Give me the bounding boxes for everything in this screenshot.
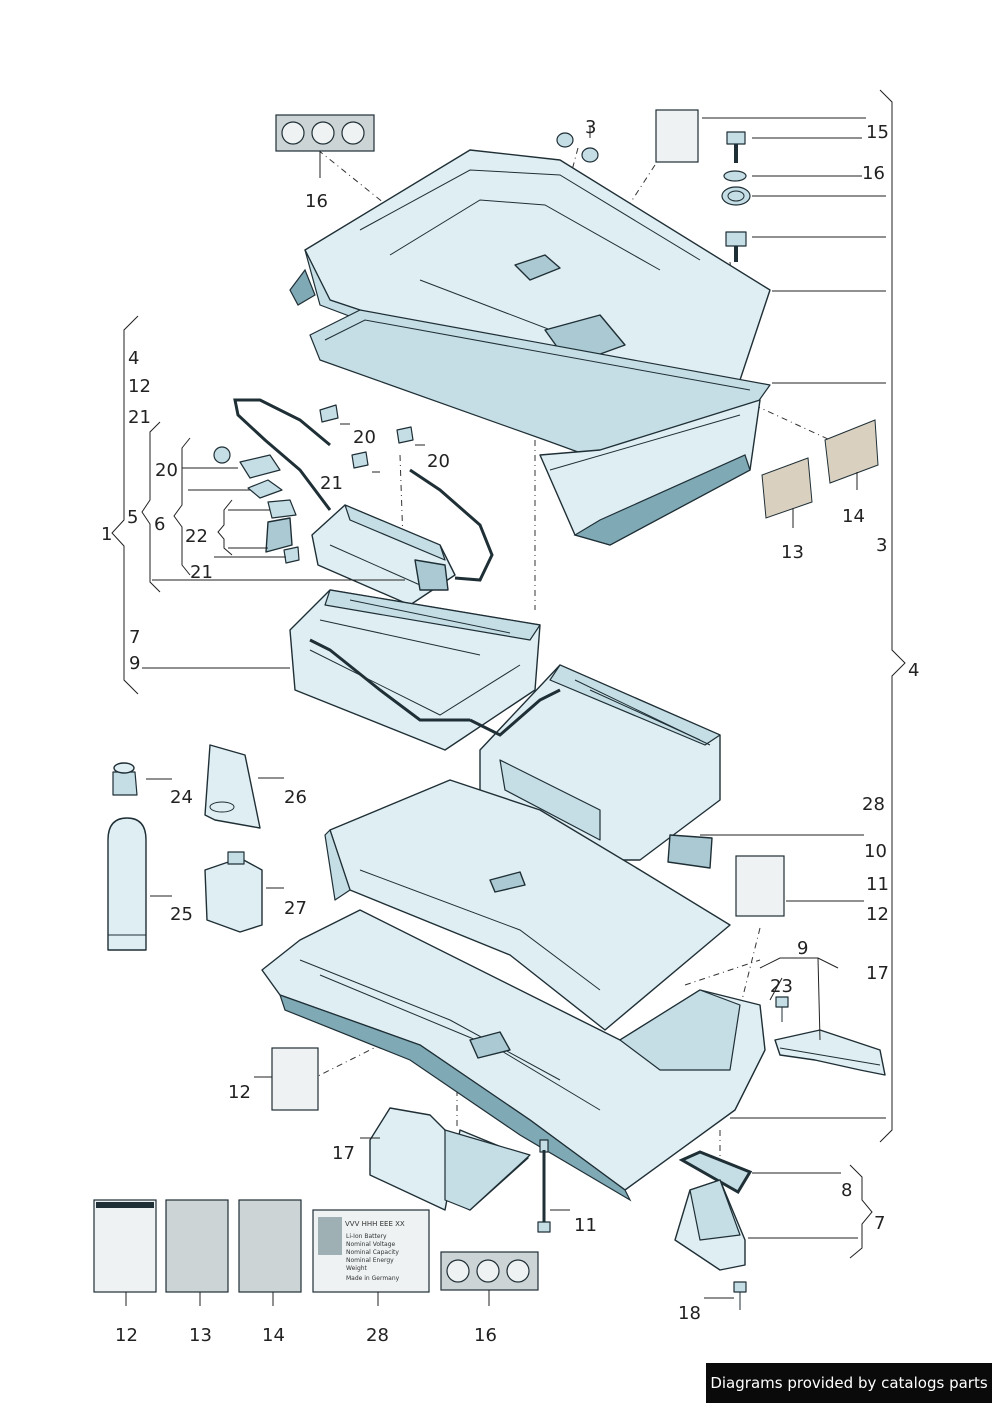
plugs-3 — [556, 132, 599, 163]
label-12-right — [735, 855, 785, 917]
callout-17-left: 17 — [332, 1143, 355, 1164]
callout-3-top: 3 — [585, 117, 596, 138]
mat-label-14 — [824, 419, 879, 484]
bracket-17-front — [369, 1107, 531, 1211]
callout-16-bottom: 16 — [474, 1325, 497, 1346]
callout-27: 27 — [284, 898, 307, 919]
brace-right-main — [879, 89, 906, 1143]
bolt-23 — [775, 996, 789, 1022]
callout-26: 26 — [284, 787, 307, 808]
plate-line4: Nominal Energy — [346, 1257, 394, 1264]
label-16-bottom — [440, 1251, 539, 1291]
insulation-mat — [324, 779, 731, 1031]
callout-20-b: 20 — [427, 451, 450, 472]
plate-header: VVV HHH EEE XX — [345, 1220, 405, 1228]
label-12-bottom — [93, 1199, 157, 1293]
callout-3-right: 3 — [876, 535, 887, 556]
connector-housing — [311, 504, 456, 606]
footer-credit: Diagrams provided by catalogs parts — [706, 1363, 992, 1403]
callout-16-top: 16 — [305, 191, 328, 212]
spray-can-25 — [107, 817, 147, 951]
service-cover — [674, 1179, 746, 1271]
callout-28-bottom: 28 — [366, 1325, 389, 1346]
callout-22: 22 — [185, 526, 208, 547]
callout-11-right: 11 — [866, 874, 889, 895]
callout-4-left: 4 — [128, 348, 139, 369]
brace-left-22 — [217, 499, 233, 556]
callout-12-bottom: 12 — [115, 1325, 138, 1346]
callout-9-left: 9 — [129, 653, 140, 674]
lower-cover-tray — [539, 399, 761, 546]
callout-21-mid: 21 — [320, 473, 343, 494]
callout-10: 10 — [864, 841, 887, 862]
callout-11-bottom: 11 — [574, 1215, 597, 1236]
label-16-top — [275, 114, 375, 152]
bolt-15 — [726, 131, 746, 163]
bolt-top — [725, 231, 747, 262]
callout-12-mid: 12 — [228, 1082, 251, 1103]
brace-right-bottom — [849, 1164, 873, 1259]
callout-numbers: 3 15 16 16 4 12 21 20 20 20 21 5 6 1 22 … — [101, 117, 919, 1346]
callout-23: 23 — [770, 976, 793, 997]
label-14-bottom — [238, 1199, 302, 1293]
plate-line5: Weight — [346, 1265, 368, 1272]
callout-15: 15 — [866, 122, 889, 143]
callout-18: 18 — [678, 1303, 701, 1324]
type-plate-28: VVV HHH EEE XX Li-Ion Battery Nominal Vo… — [312, 1209, 430, 1293]
plate-line3: Nominal Capacity — [346, 1249, 399, 1256]
leader-lines — [125, 117, 886, 1306]
callout-20-a: 20 — [353, 427, 376, 448]
hv-cable — [233, 398, 494, 582]
bag-26 — [204, 744, 261, 829]
callout-7-right: 7 — [874, 1213, 885, 1234]
callout-12-right: 12 — [866, 904, 889, 925]
callout-14-bottom: 14 — [262, 1325, 285, 1346]
battery-module-left — [289, 589, 541, 751]
mat-label-13 — [761, 457, 813, 519]
bolt-11 — [537, 1139, 551, 1233]
label-12-left — [271, 1047, 319, 1111]
bolt-18 — [733, 1281, 747, 1310]
callout-6: 6 — [154, 514, 165, 535]
plate-line1: Li-Ion Battery — [346, 1233, 387, 1240]
callout-8: 8 — [841, 1180, 852, 1201]
callout-12-left: 12 — [128, 376, 151, 397]
callout-21-left: 21 — [128, 407, 151, 428]
label-top-right — [655, 109, 699, 163]
callout-1: 1 — [101, 524, 112, 545]
seal-ring — [721, 186, 751, 206]
cap-24 — [112, 762, 138, 796]
callout-9-right: 9 — [797, 938, 808, 959]
callout-7-left: 7 — [129, 627, 140, 648]
plate-line6: Made in Germany — [346, 1275, 400, 1282]
housing-tray — [261, 909, 766, 1202]
callout-25: 25 — [170, 904, 193, 925]
callout-16-right: 16 — [862, 163, 885, 184]
callout-13-bottom: 13 — [189, 1325, 212, 1346]
bracket-17-right — [774, 1029, 886, 1076]
callout-14-top: 14 — [842, 506, 865, 527]
callout-24: 24 — [170, 787, 193, 808]
callout-28-right: 28 — [862, 794, 885, 815]
canister-27 — [204, 851, 263, 933]
plate-line2: Nominal Voltage — [346, 1241, 396, 1248]
callout-21-bottom: 21 — [190, 562, 213, 583]
callout-20-left: 20 — [155, 460, 178, 481]
brace-left-6 — [173, 437, 191, 576]
washer-16 — [723, 170, 747, 182]
callout-17-right: 17 — [866, 963, 889, 984]
callout-13-top: 13 — [781, 542, 804, 563]
small-fasteners — [213, 404, 414, 564]
brace-left-outer — [111, 315, 139, 695]
callout-5: 5 — [127, 507, 138, 528]
label-13-bottom — [165, 1199, 229, 1293]
callout-4-right: 4 — [908, 660, 919, 681]
brace-left-5 — [141, 421, 161, 593]
